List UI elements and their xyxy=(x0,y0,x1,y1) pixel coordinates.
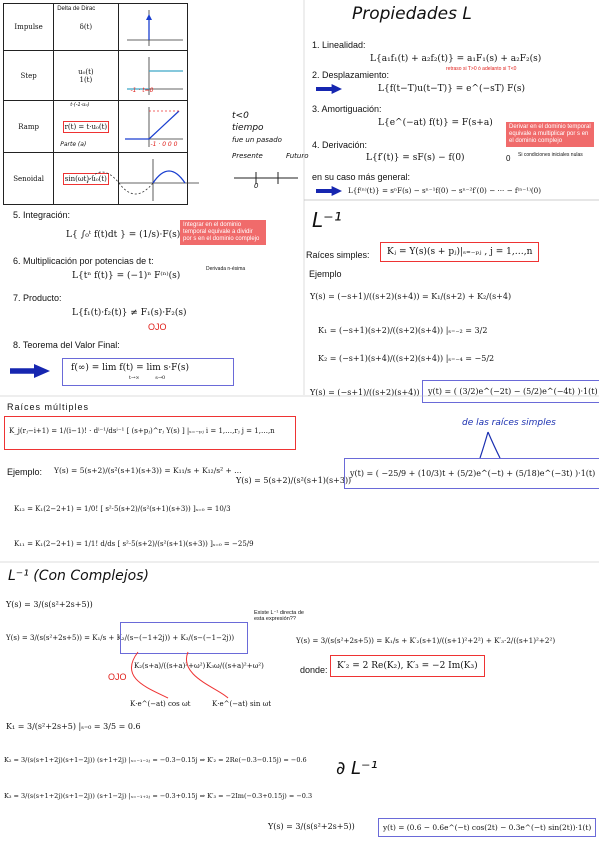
simple-roots-formula: Kⱼ = Y(s)(s + pⱼ)|ₛ₌₋ₚⱼ , j = 1,…,n xyxy=(380,242,540,262)
arrow-icon xyxy=(10,364,50,378)
complex-heading: L⁻¹ (Con Complejos) xyxy=(8,568,149,584)
margin-note: Presente xyxy=(232,152,263,160)
complex-inverse: K·e^(−at) cos ωt xyxy=(130,700,191,708)
multiple-roots-formula: K_j(rⱼ−i+1) = 1/(i−1)! · dⁱ⁻¹/dsⁱ⁻¹ [ (s… xyxy=(9,427,275,435)
complex-formula: K₂(s+a)/((s+a)²+ω²) xyxy=(134,662,206,670)
donde-formula: K′₂ = 2 Re(K₂), K′₃ = −2 Im(K₃) xyxy=(330,655,485,677)
section-label: Ejemplo: xyxy=(7,467,43,477)
margin-note: 0 xyxy=(254,182,259,190)
timeline-sketch xyxy=(234,172,298,184)
final-value-box: f(∞) = lim f(t) = lim s·F(s) t→∞ s→0 xyxy=(62,358,234,386)
complex-box xyxy=(120,622,248,654)
arrow-icon xyxy=(316,186,342,196)
ojo-label: OJO xyxy=(108,672,127,682)
prop-formula: L{f₁(t)·f₂(t)} ≠ F₁(s)·F₂(s) xyxy=(72,308,187,318)
row-name: Step xyxy=(2,50,55,101)
prop-label: 8. Teorema del Valor Final: xyxy=(13,340,120,350)
graph-note: -1 · 0 0 0 xyxy=(150,141,178,148)
annotation-arrow xyxy=(479,431,501,459)
prop-label: 1. Linealidad: xyxy=(312,40,366,50)
laplace-signal-table: Impulse Delta de Dirac δ(t) Step u₀(t)1(… xyxy=(2,3,305,205)
prop-label: en su caso más general: xyxy=(312,172,411,182)
ramp-note-top: t·(-1·u₀) xyxy=(70,102,90,108)
example-result: y(t) = ( −25/9 + (10/3)t + (5/2)e^(−t) +… xyxy=(344,458,599,489)
arrow-icon xyxy=(316,84,342,94)
margin-note: Futuro xyxy=(286,152,309,160)
example-formula: Y(s) = (−s+1)/((s+2)(s+4)) = K₁/(s+2) + … xyxy=(310,292,512,301)
section-label: Raíces simples: xyxy=(306,250,370,260)
ojo-label: OJO xyxy=(148,322,167,332)
inverse-heading: L⁻¹ xyxy=(312,208,342,232)
prop-formula: f(∞) = lim f(t) = lim s·F(s) xyxy=(71,363,190,373)
example-result: y(t) = ( (3/2)e^(−2t) − (5/2)e^(−4t) )·1… xyxy=(422,380,599,403)
impulse-graph xyxy=(117,3,189,51)
complex-note: Existe L⁻¹ directa de esta expresión?? xyxy=(254,610,304,622)
complex-formula: Y(s) = 3/(s(s²+2s+5)) xyxy=(6,600,93,609)
prop-formula: L{a₁f₁(t) + a₂f₂(t)} = a₁F₁(s) + a₂F₂(s) xyxy=(370,54,542,64)
row-formula: r(t) = t·u₀(t) xyxy=(62,120,110,133)
prop-zero: 0 xyxy=(506,154,511,163)
row-formula: u₀(t) xyxy=(78,67,94,76)
prop-formula: L{e^(−at) f(t)} = F(s+a) xyxy=(378,118,493,128)
example-formula: Y(s) = (−s+1)/((s+2)(s+4)) xyxy=(310,388,420,397)
complex-result: y(t) = (0.6 − 0.6e^(−t) cos(2t) − 0.3e^(… xyxy=(378,818,597,837)
prop-label: 7. Producto: xyxy=(13,293,62,303)
example-formula: K₁₂ = K₁(2−2+1) = 1/0! [ s²·5(s+2)/(s²(s… xyxy=(14,505,231,513)
row-name: Impulse xyxy=(2,3,55,51)
prop-label: 2. Desplazamiento: xyxy=(312,70,390,80)
annotation: de las raíces simples xyxy=(462,418,556,428)
row-formula-alt: 1(t) xyxy=(79,75,93,84)
complex-formula: K₃ = 3/(s(s+1+2j)(s+1−2j)) (s+1−2j) |ₛ₌₋… xyxy=(4,792,313,800)
prop-label: 5. Integración: xyxy=(13,210,71,220)
row-name: Ramp xyxy=(2,100,55,153)
example-formula: Y(s) = 5(s+2)/(s²(s+1)(s+3)) xyxy=(236,476,352,485)
row-formula: δ(t) xyxy=(79,23,93,31)
props-title: Propiedades L xyxy=(352,4,472,24)
prop-formula: L{f⁽ⁿ⁾(t)} = sⁿF(s) − sⁿ⁻¹f(0) − sⁿ⁻²f′(… xyxy=(348,186,542,195)
section-label: Raíces múltiples xyxy=(7,402,90,412)
margin-note: t<0 xyxy=(232,111,249,121)
prop-label: 6. Multiplicación por potencias de t: xyxy=(13,256,154,266)
prop-formula: L{f′(t)} = sF(s) − f(0) xyxy=(366,153,465,163)
prop-note: Derivada n-ésima xyxy=(206,266,246,272)
section-label: donde: xyxy=(300,665,328,675)
complex-inverse: K·e^(−at) sin ωt xyxy=(212,700,272,708)
prop-formula: L{tⁿ f(t)} = (−1)ⁿ F⁽ⁿ⁾(s) xyxy=(72,271,181,281)
section-label: Ejemplo xyxy=(309,269,342,279)
prop-subscript: t→∞ s→0 xyxy=(129,375,166,381)
ojo-arrows xyxy=(131,651,229,699)
complex-formula: K₂ = 3/(s(s+1+2j)(s+1−2j)) (s+1+2j) |ₛ₌₋… xyxy=(4,756,307,764)
prop-label: 3. Amortiguación: xyxy=(312,104,382,114)
example-formula: K₁ = (−s+1)(s+2)/((s+2)(s+4)) |ₛ₌₋₂ = 3/… xyxy=(318,326,488,335)
prop-label: 4. Derivación: xyxy=(312,140,368,150)
sine-graph xyxy=(86,152,199,205)
complex-formula: K₁ = 3/(s²+2s+5) |ₛ₌₀ = 3/5 = 0.6 xyxy=(6,722,141,731)
prop-formula: L{ ∫₀ᵗ f(t)dt } = (1/s)·F(s) xyxy=(66,230,181,240)
ramp-graph: -1 · 0 0 0 xyxy=(117,100,189,153)
prop-formula: L{f(t−T)u(t−T)} = e^(−sT) F(s) xyxy=(378,84,525,94)
complex-formula: Y(s) = 3/(s(s²+2s+5)) xyxy=(268,822,355,831)
graph-note: -1 · t=0 xyxy=(130,87,154,94)
step-graph: -1 · t=0 xyxy=(117,50,189,101)
margin-note: tiempo xyxy=(232,123,264,133)
row-formula: sin(ωt)·u₀(t) xyxy=(62,172,109,185)
example-formula: K₁₁ = K₁(2−2+1) = 1/1! d/ds [ s²·5(s+2)/… xyxy=(14,540,254,548)
multiple-roots-box: K_j(rⱼ−i+1) = 1/(i−1)! · dⁱ⁻¹/dsⁱ⁻¹ [ (s… xyxy=(4,416,296,450)
margin-notes: t<0 tiempo fue un pasado xyxy=(232,110,282,146)
prop-note: Si condiciones iniciales nulas xyxy=(518,152,583,158)
example-formula: Y(s) = 5(s+2)/(s²(s+1)(s+3)) = K₁₁/s + K… xyxy=(54,466,242,475)
example-formula: K₂ = (−s+1)(s+4)/((s+2)(s+4)) |ₛ₌₋₄ = −5… xyxy=(318,354,495,363)
margin-note: fue un pasado xyxy=(232,136,282,144)
side-mark: ∂ L⁻¹ xyxy=(336,758,378,779)
row-name: Senoidal xyxy=(2,152,55,205)
ramp-note-bottom: Parte (a) xyxy=(60,141,87,148)
table-header: Delta de Dirac xyxy=(57,6,96,12)
prop-note: retraso si T>0 ó adelanto si T<0 xyxy=(446,66,517,72)
complex-formula: Y(s) = 3/(s(s²+2s+5)) = K₁/s + K′₂(s+1)/… xyxy=(296,636,556,645)
prop-note: Derivar en el dominio temporal equivale … xyxy=(506,122,594,147)
prop-note: Integrar en el dominio temporal equivale… xyxy=(180,220,266,245)
complex-formula: K₃ω/((s+a)²+ω²) xyxy=(206,662,264,670)
